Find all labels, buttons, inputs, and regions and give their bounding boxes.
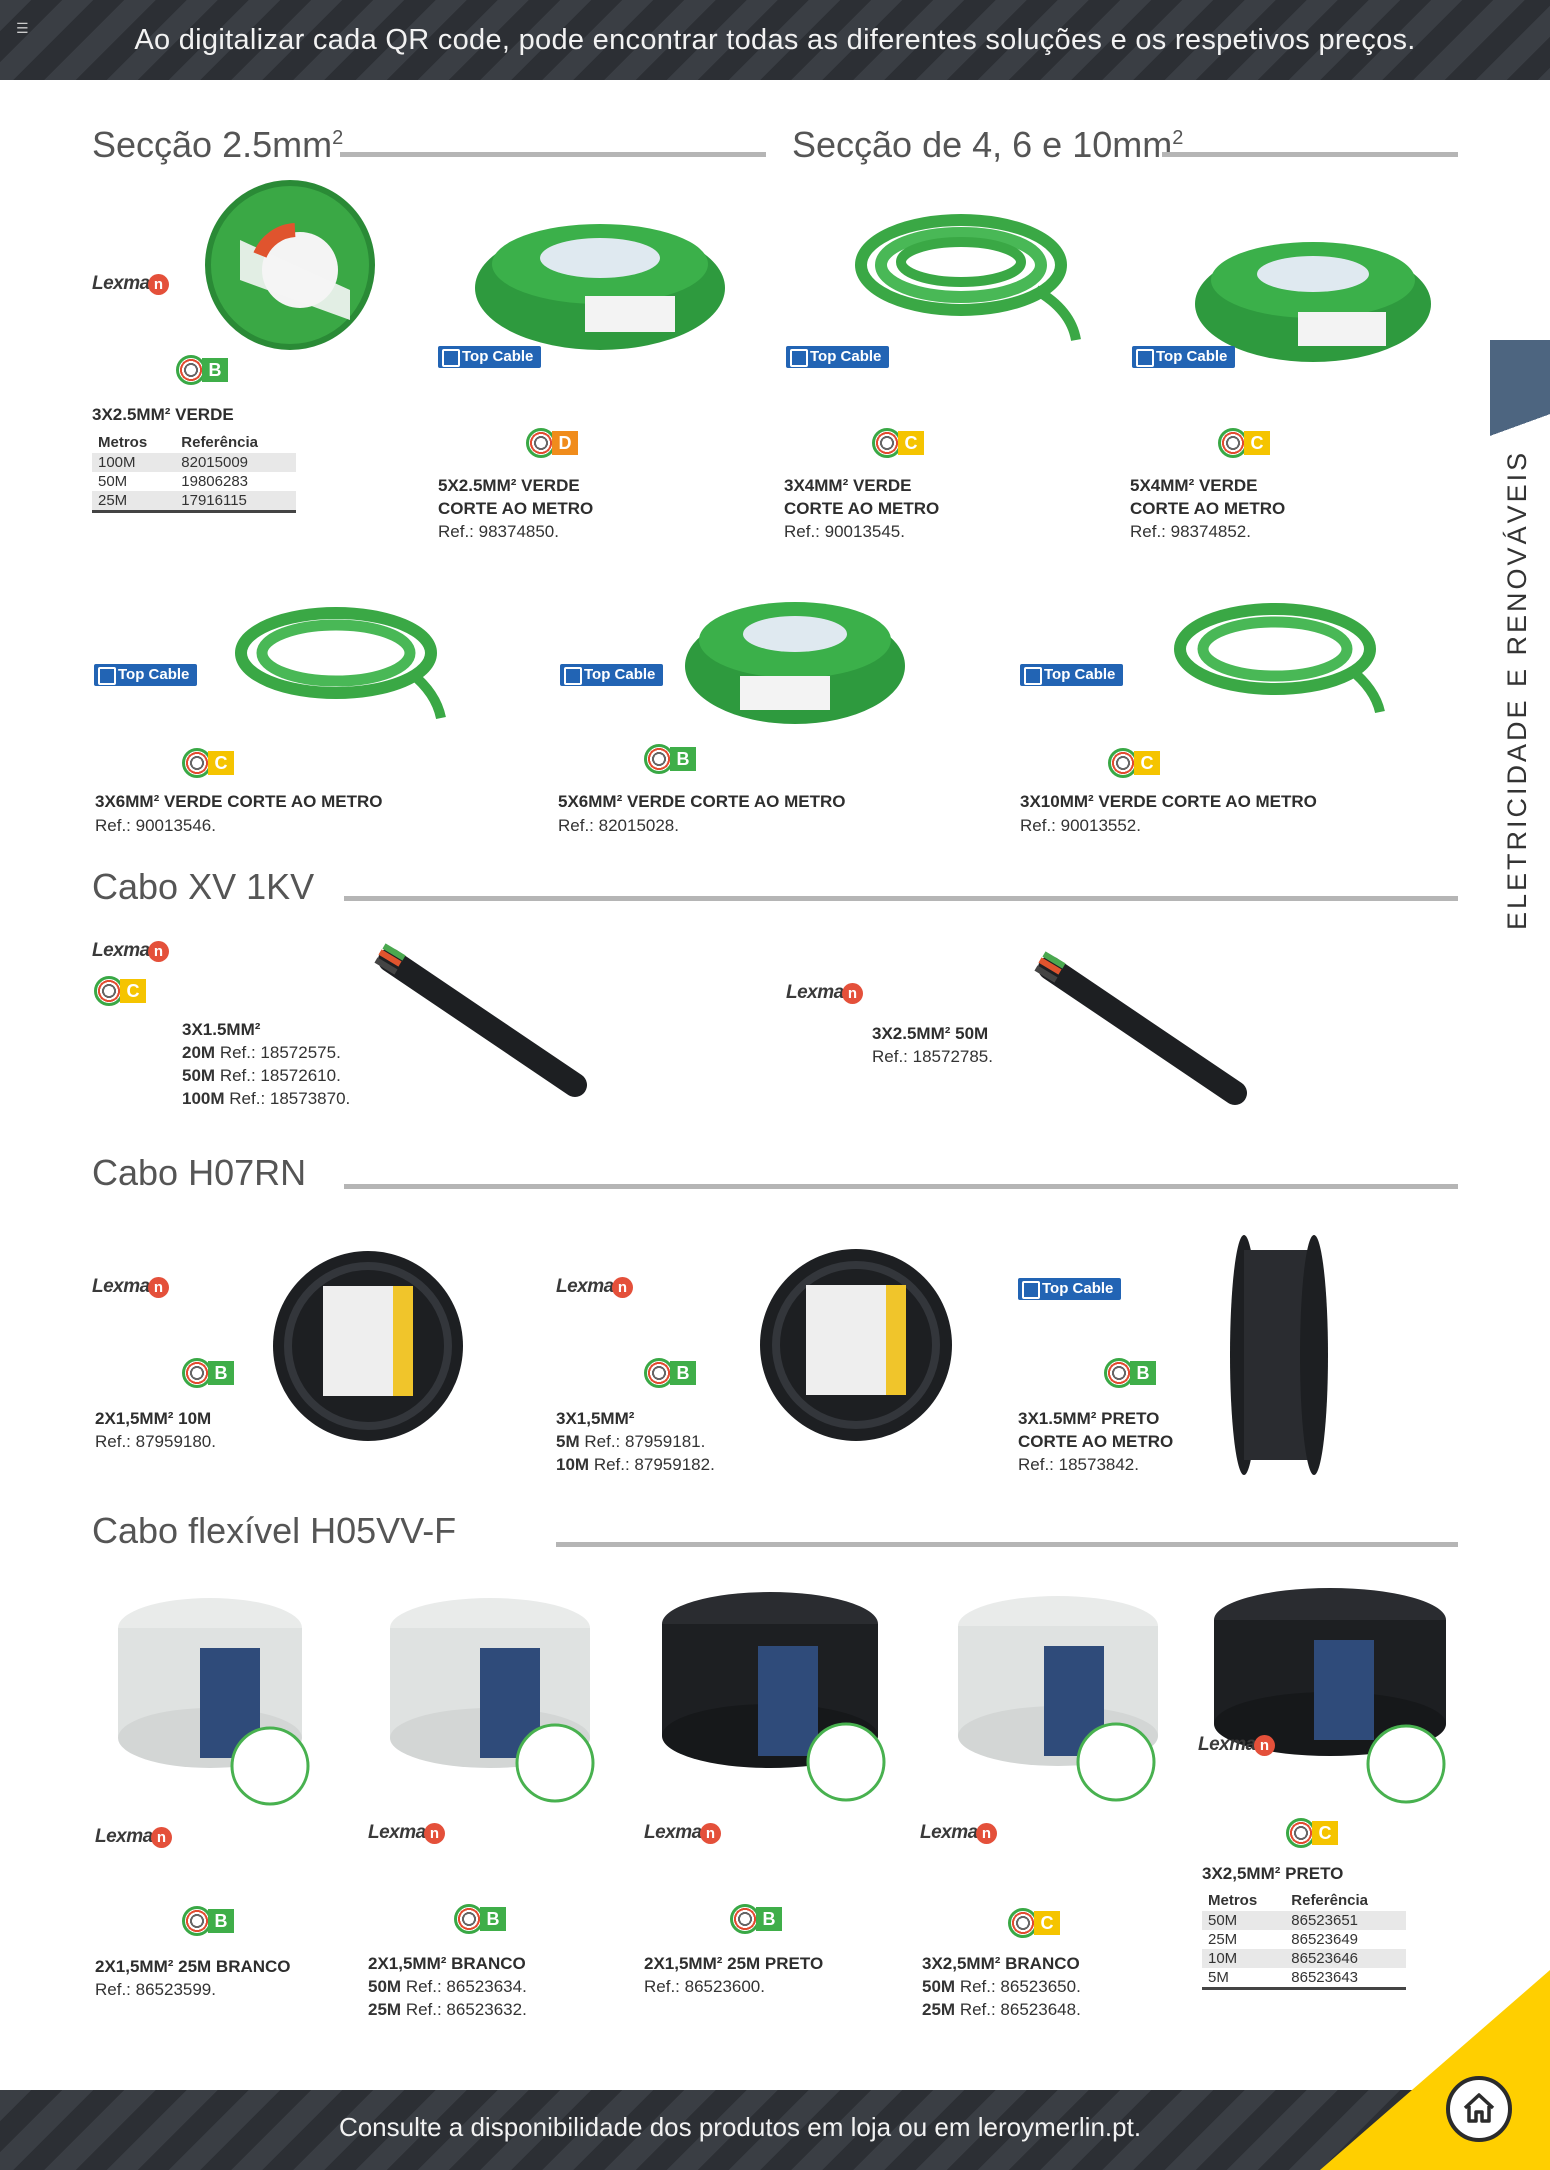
- side-tab-decoration: [1490, 340, 1550, 510]
- product-name: 3X1.5MM² PRETO: [1018, 1409, 1160, 1428]
- product-name: 3X2.5MM² 50M: [872, 1024, 989, 1043]
- section-title-4-6-10mm: Secção de 4, 6 e 10mm2: [792, 124, 1184, 165]
- product-ref: 10M Ref.: 87959182.: [556, 1455, 715, 1474]
- product-name-line2: CORTE AO METRO: [1130, 499, 1286, 518]
- green-cable-loose-coil-image: [235, 607, 446, 720]
- product-name: 3X6MM² VERDE CORTE AO METRO: [95, 792, 383, 811]
- product-ref: 25M Ref.: 86523632.: [368, 2000, 527, 2019]
- category-side-label: ELETRICIDADE E RENOVÁVEIS: [1502, 449, 1532, 930]
- topcable-logo: Top Cable: [786, 346, 890, 368]
- product-ref: Ref.: 90013546.: [95, 816, 216, 835]
- product-ref: Ref.: 90013552.: [1020, 816, 1141, 835]
- product-ref: 50M Ref.: 86523634.: [368, 1977, 527, 1996]
- white-cable-roll-image: [958, 1596, 1158, 1802]
- topcable-logo: Top Cable: [1018, 1278, 1122, 1300]
- green-cable-coil-image: [205, 180, 375, 350]
- product-name: 5X6MM² VERDE CORTE AO METRO: [558, 792, 846, 811]
- product-name: 3X1,5MM²: [556, 1409, 635, 1428]
- product-ref: Ref.: 18572785.: [872, 1047, 993, 1066]
- product-ref: 50M Ref.: 86523650.: [922, 1977, 1081, 1996]
- section-title-cabo-xv: Cabo XV 1KV: [92, 866, 315, 907]
- home-icon: [1463, 2093, 1495, 2123]
- product-ref: Ref.: 87959180.: [95, 1432, 216, 1451]
- section-divider: [344, 1184, 1458, 1189]
- topcable-logo: Top Cable: [438, 346, 542, 368]
- green-cable-roll-image: [685, 602, 905, 724]
- product-name: 2X1,5MM² BRANCO: [368, 1954, 526, 1973]
- section-divider: [344, 896, 1458, 901]
- green-cable-loose-coil-image: [855, 214, 1081, 342]
- section-divider: [340, 152, 766, 157]
- product-ref: 100M Ref.: 18573870.: [182, 1089, 351, 1108]
- product-name: 3X2,5MM² BRANCO: [922, 1954, 1080, 1973]
- product-name: 3X4MM² VERDE: [784, 476, 912, 495]
- black-cable-image: [1034, 951, 1247, 1105]
- topcable-logo: Top Cable: [1020, 664, 1124, 686]
- green-cable-roll-image: [1195, 242, 1431, 362]
- product-name: 5X4MM² VERDE: [1130, 476, 1258, 495]
- menu-icon[interactable]: ☰: [16, 20, 29, 36]
- green-cable-loose-coil-image: [1174, 603, 1385, 714]
- product-ref: 50M Ref.: 18572610.: [182, 1066, 341, 1085]
- product-ref: 20M Ref.: 18572575.: [182, 1043, 341, 1062]
- black-cable-image: [374, 943, 587, 1097]
- topcable-logo: Top Cable: [1132, 346, 1236, 368]
- black-cable-coil-image: [273, 1251, 463, 1441]
- section-divider: [556, 1542, 1458, 1547]
- black-cable-coil-image: [760, 1249, 952, 1441]
- product-name: 2X1,5MM² 25M BRANCO: [95, 1957, 291, 1976]
- white-cable-roll-image: [390, 1598, 595, 1803]
- home-button[interactable]: [1446, 2076, 1512, 2142]
- topcable-logo: Top Cable: [560, 664, 664, 686]
- section-title-cabo-h07rn: Cabo H07RN: [92, 1152, 307, 1193]
- product-ref: 5M Ref.: 87959181.: [556, 1432, 706, 1451]
- bottom-banner: Consulte a disponibilidade dos produtos …: [0, 2090, 1550, 2170]
- product-name: 3X2,5MM² PRETO: [1202, 1864, 1344, 1883]
- black-cable-roll-image: [1214, 1588, 1446, 1804]
- section-divider: [1162, 152, 1458, 157]
- black-cable-spool-image: [1230, 1235, 1328, 1475]
- white-cable-roll-image: [118, 1598, 310, 1806]
- green-cable-roll-image: [475, 224, 725, 350]
- black-cable-roll-image: [662, 1592, 886, 1802]
- product-ref: 25M Ref.: 86523648.: [922, 2000, 1081, 2019]
- product-ref: Ref.: 90013545.: [784, 522, 905, 541]
- product-ref: Ref.: 18573842.: [1018, 1455, 1139, 1474]
- topcable-logo: Top Cable: [94, 664, 198, 686]
- product-ref: Ref.: 86523599.: [95, 1980, 216, 1999]
- product-ref: Ref.: 98374850.: [438, 522, 559, 541]
- product-name: 5X2.5MM² VERDE: [438, 476, 580, 495]
- section-title-cabo-flexivel: Cabo flexível H05VV-F: [92, 1510, 457, 1551]
- product-name-line2: CORTE AO METRO: [1018, 1432, 1174, 1451]
- product-name: 3X10MM² VERDE CORTE AO METRO: [1020, 792, 1317, 811]
- top-banner: ☰ Ao digitalizar cada QR code, pode enco…: [0, 0, 1550, 80]
- qr-info-text: Ao digitalizar cada QR code, pode encont…: [134, 24, 1416, 56]
- product-ref: Ref.: 82015028.: [558, 816, 679, 835]
- product-name: 3X1.5MM²: [182, 1020, 261, 1039]
- product-name-line2: CORTE AO METRO: [784, 499, 940, 518]
- yellow-corner-decoration: [1320, 1970, 1550, 2170]
- product-ref: Ref.: 86523600.: [644, 1977, 765, 1996]
- section-title-2-5mm: Secção 2.5mm2: [92, 124, 344, 165]
- product-name-line2: CORTE AO METRO: [438, 499, 594, 518]
- product-name: 3X2.5MM² VERDE: [92, 405, 234, 424]
- product-name: 2X1,5MM² 25M PRETO: [644, 1954, 824, 1973]
- availability-text: Consulte a disponibilidade dos produtos …: [338, 2112, 1142, 2142]
- product-ref: Ref.: 98374852.: [1130, 522, 1251, 541]
- product-name: 2X1,5MM² 10M: [95, 1409, 212, 1428]
